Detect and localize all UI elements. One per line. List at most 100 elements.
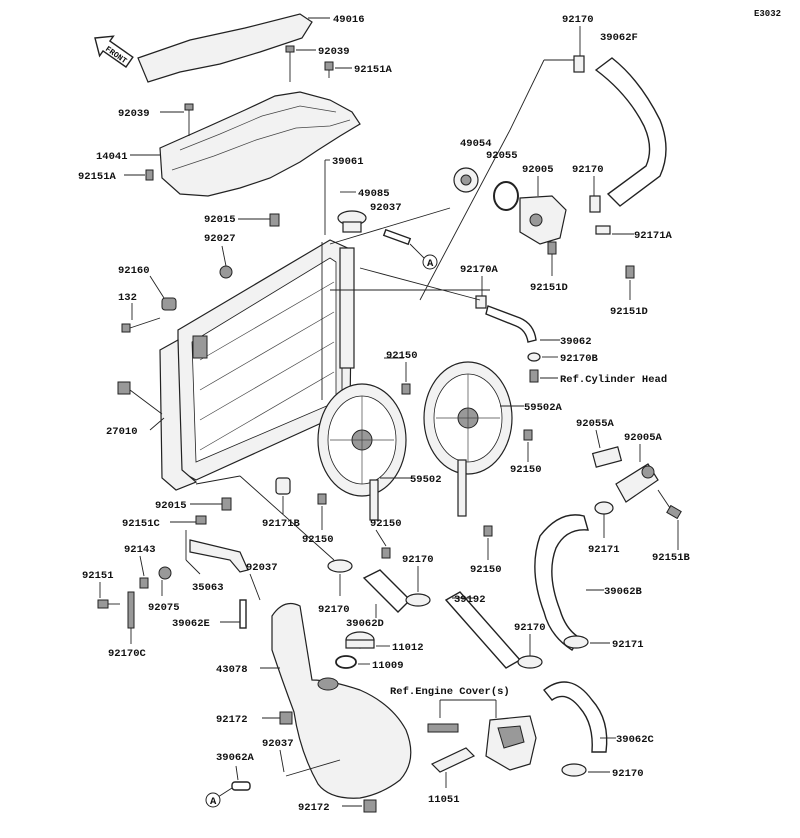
- label-92170-c1: 92170: [318, 604, 350, 616]
- label-59502: 59502: [410, 474, 442, 486]
- fan-switch-27010: [117, 381, 163, 415]
- grommet-92160: [161, 297, 177, 311]
- bolt-92150-e: [483, 525, 493, 537]
- label-92170-d: 92170: [612, 768, 644, 780]
- shroud-14041: [159, 91, 361, 197]
- label-92151c: 92151C: [122, 518, 161, 530]
- reservoir-tank-43078: [271, 603, 412, 799]
- nut-92015-a: [269, 213, 280, 227]
- collar-92143: [139, 577, 149, 589]
- label-92172-b: 92172: [298, 802, 330, 814]
- label-27010: 27010: [106, 426, 138, 438]
- label-92170c: 92170C: [108, 648, 147, 660]
- cover-plate-49016: [137, 13, 313, 83]
- fan-59502a: [423, 361, 513, 517]
- label-92075: 92075: [148, 602, 180, 614]
- clamp-92171-lower: [563, 635, 589, 649]
- front-arrow-icon: FRONT: [94, 35, 134, 68]
- label-11009: 11009: [372, 660, 404, 672]
- marker-a-bottom: A: [210, 796, 217, 808]
- clamp-92170-c3: [517, 655, 543, 669]
- label-92005: 92005: [522, 164, 554, 176]
- label-39062d: 39062D: [346, 618, 384, 630]
- label-92150-c: 92150: [302, 534, 334, 546]
- clamp-92171: [594, 501, 614, 515]
- clamp-92170-d: [561, 763, 587, 777]
- housing-92005: [519, 195, 567, 245]
- label-92151d-a: 92151D: [530, 282, 568, 294]
- bolt-92172-a: [279, 711, 293, 725]
- clamp-92171b: [275, 477, 291, 495]
- label-39062: 39062: [560, 336, 592, 348]
- clamp-92170-top-a: [573, 55, 585, 73]
- grommet-92027: [219, 265, 233, 279]
- label-39062f: 39062F: [600, 32, 638, 44]
- hose-39062d: [362, 569, 411, 613]
- label-39062e: 39062E: [172, 618, 210, 630]
- fan-59502: [317, 383, 407, 521]
- label-35063: 35063: [192, 582, 224, 594]
- label-132: 132: [118, 292, 137, 304]
- tank-neck: [317, 677, 339, 691]
- hose-39062f: [594, 57, 667, 207]
- label-92170-top-a: 92170: [562, 14, 594, 26]
- hose-39062b: [534, 514, 589, 651]
- label-49085: 49085: [358, 188, 390, 200]
- label-14041: 14041: [96, 151, 128, 163]
- label-92143: 92143: [124, 544, 156, 556]
- label-59502a: 59502A: [524, 402, 563, 414]
- oring-11009: [335, 655, 357, 669]
- bolt-92172-b: [363, 799, 377, 813]
- hose-39062a: [231, 781, 251, 791]
- diagram-code: E3032: [754, 9, 781, 19]
- label-92170-c3: 92170: [514, 622, 546, 634]
- ref-circle-a-bottom: [205, 792, 221, 808]
- label-39192: 39192: [454, 594, 486, 606]
- label-92027: 92027: [204, 233, 236, 245]
- label-39061: 39061: [332, 156, 364, 168]
- radiator-cap-49085: [337, 210, 367, 233]
- bolt-92151a-top: [324, 61, 334, 78]
- label-39062c: 39062C: [616, 734, 655, 746]
- label-92037-b: 92037: [246, 562, 278, 574]
- label-92170b: 92170B: [560, 353, 599, 365]
- label-11051: 11051: [428, 794, 460, 806]
- label-92151d-b: 92151D: [610, 306, 648, 318]
- label-92037-a: 92037: [370, 202, 402, 214]
- label-92160: 92160: [118, 265, 150, 277]
- clamp-92170-top-b: [589, 195, 601, 213]
- bolt-92151b: [666, 504, 682, 520]
- label-92150-a: 92150: [386, 350, 418, 362]
- label-92151b: 92151B: [652, 552, 691, 564]
- label-92170-top-b: 92170: [572, 164, 604, 176]
- label-92055a: 92055A: [576, 418, 615, 430]
- hose-39062e: [239, 599, 247, 629]
- label-92150-b: 92150: [510, 464, 542, 476]
- hose-92037-a: [382, 228, 412, 246]
- bolt-92150-b: [523, 429, 533, 441]
- ref-cylinder-head: Ref.Cylinder Head: [560, 374, 667, 386]
- label-92150-d: 92150: [370, 518, 402, 530]
- label-92037-c: 92037: [262, 738, 294, 750]
- clamp-92170a: [475, 295, 487, 309]
- label-92015-a: 92015: [204, 214, 236, 226]
- marker-a-top: A: [427, 258, 434, 270]
- label-92039-a: 92039: [318, 46, 350, 58]
- label-92039-b: 92039: [118, 108, 150, 120]
- ref-engine-cover: Ref.Engine Cover(s): [390, 686, 510, 698]
- label-49016: 49016: [333, 14, 365, 26]
- label-92151a-left: 92151A: [78, 171, 117, 183]
- bolt-92151d-b: [625, 265, 635, 279]
- label-92171b: 92171B: [262, 518, 301, 530]
- label-92170a: 92170A: [460, 264, 499, 276]
- ref-circle-a-top: [422, 254, 438, 270]
- bolt-92150-d: [381, 547, 391, 559]
- label-92150-e: 92150: [470, 564, 502, 576]
- label-92151: 92151: [82, 570, 114, 582]
- label-49054: 49054: [460, 138, 492, 150]
- bolt-92150-c: [317, 493, 327, 505]
- label-39062a: 39062A: [216, 752, 255, 764]
- label-11012: 11012: [392, 642, 424, 654]
- label-92005a: 92005A: [624, 432, 663, 444]
